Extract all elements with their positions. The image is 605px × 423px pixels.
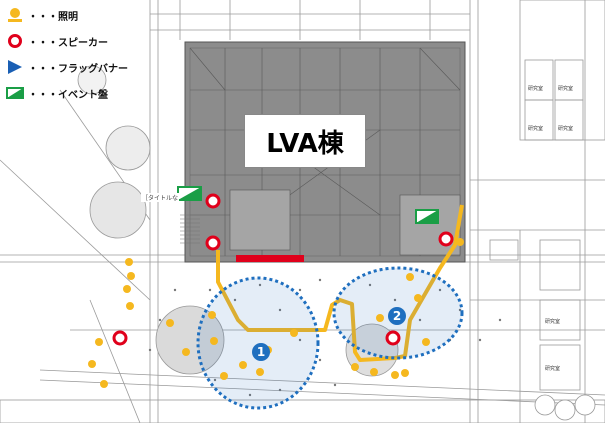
title-tag: ［タイトルな [141, 193, 180, 202]
lighting-dot-icon [8, 8, 22, 22]
legend-speaker-label: ・・・スピーカー [28, 38, 108, 49]
stage-bar [236, 255, 304, 262]
room-label: 研究室 [558, 126, 574, 132]
speaker-ring-icon [8, 34, 22, 48]
legend-lighting-label: ・・・照明 [28, 12, 78, 23]
speaker-markers [112, 193, 454, 346]
event-board-markers [177, 186, 439, 224]
map-legend: ・・・照明 ・・・スピーカー ・・・フラッグバナー ・・・イベント盤 [6, 2, 156, 106]
legend-lighting: ・・・照明 [6, 2, 156, 28]
room-label: 研究室 [528, 126, 544, 132]
area-1-badge: 1 [252, 343, 270, 361]
legend-flag-banner: ・・・フラッグバナー [6, 54, 156, 80]
legend-event-board: ・・・イベント盤 [6, 80, 156, 106]
walking-route [216, 204, 464, 362]
room-label: 研究室 [545, 366, 561, 372]
room-label: 研究室 [558, 86, 574, 92]
room-label: 研究室 [545, 319, 561, 325]
room-label: 研究室 [528, 86, 544, 92]
lighting-markers [88, 238, 464, 388]
building-name-label: LVA棟 [244, 114, 366, 168]
area-2-badge: 2 [388, 307, 406, 325]
legend-flag-banner-label: ・・・フラッグバナー [28, 64, 128, 75]
flag-banner-icon [8, 60, 22, 74]
stair-marks [180, 214, 200, 244]
legend-speaker: ・・・スピーカー [6, 28, 156, 54]
legend-event-board-label: ・・・イベント盤 [28, 90, 108, 101]
event-board-icon [6, 87, 24, 99]
